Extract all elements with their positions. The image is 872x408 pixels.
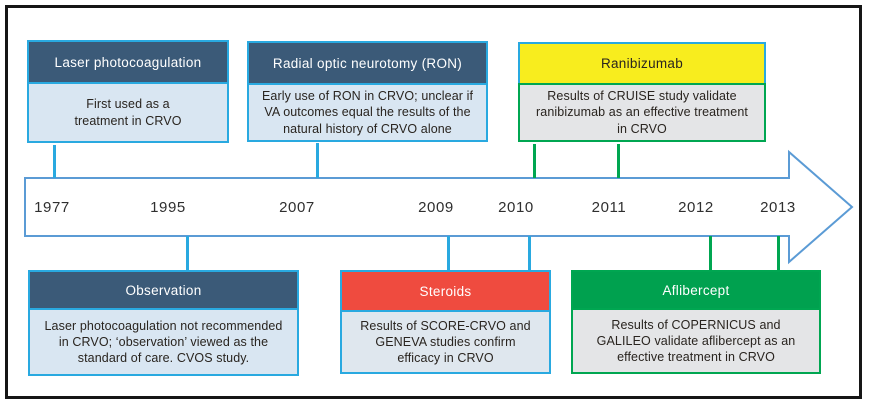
event-box-aflibercept: Aflibercept Results of COPERNICUS and GA… [571, 270, 821, 374]
event-box-laser-photocoagulation: Laser photocoagulation First used as a t… [27, 40, 229, 143]
event-box-ranibizumab: Ranibizumab Results of CRUISE study vali… [518, 42, 766, 142]
connector-aflibercept-2012 [709, 236, 712, 271]
year-label: 2009 [418, 199, 454, 216]
event-body: Early use of RON in CRVO; unclear if VA … [247, 83, 488, 142]
connector-laser [53, 145, 56, 178]
connector-aflibercept-2013 [777, 236, 780, 271]
event-title: Steroids [340, 270, 551, 312]
year-label: 2007 [279, 199, 315, 216]
event-title: Aflibercept [571, 270, 821, 310]
event-box-observation: Observation Laser photocoagulation not r… [28, 270, 299, 376]
event-title: Radial optic neurotomy (RON) [247, 41, 488, 85]
event-title: Laser photocoagulation [27, 40, 229, 84]
event-body: Results of SCORE-CRVO and GENEVA studies… [340, 310, 551, 374]
connector-ranibizumab-2011 [617, 144, 620, 178]
connector-steroids-2009 [447, 236, 450, 270]
event-body: Results of COPERNICUS and GALILEO valida… [571, 308, 821, 374]
event-title: Observation [28, 270, 299, 310]
year-label: 2011 [591, 199, 627, 216]
connector-ranibizumab-2010 [533, 144, 536, 178]
timeline-arrow-shape [24, 149, 854, 265]
event-title: Ranibizumab [518, 42, 766, 85]
connector-ron [316, 143, 319, 178]
year-label: 1995 [150, 199, 186, 216]
event-body: First used as a treatment in CRVO [27, 82, 229, 143]
event-box-steroids: Steroids Results of SCORE-CRVO and GENEV… [340, 270, 551, 374]
year-label: 2012 [678, 199, 714, 216]
event-box-ron: Radial optic neurotomy (RON) Early use o… [247, 41, 488, 142]
year-label: 2013 [760, 199, 796, 216]
year-label: 1977 [34, 199, 70, 216]
event-body: Laser photocoagulation not recommended i… [28, 308, 299, 376]
event-body: Results of CRUISE study validate ranibiz… [518, 83, 766, 142]
connector-steroids-2010 [528, 236, 531, 270]
connector-observation [186, 236, 189, 271]
year-label: 2010 [498, 199, 534, 216]
